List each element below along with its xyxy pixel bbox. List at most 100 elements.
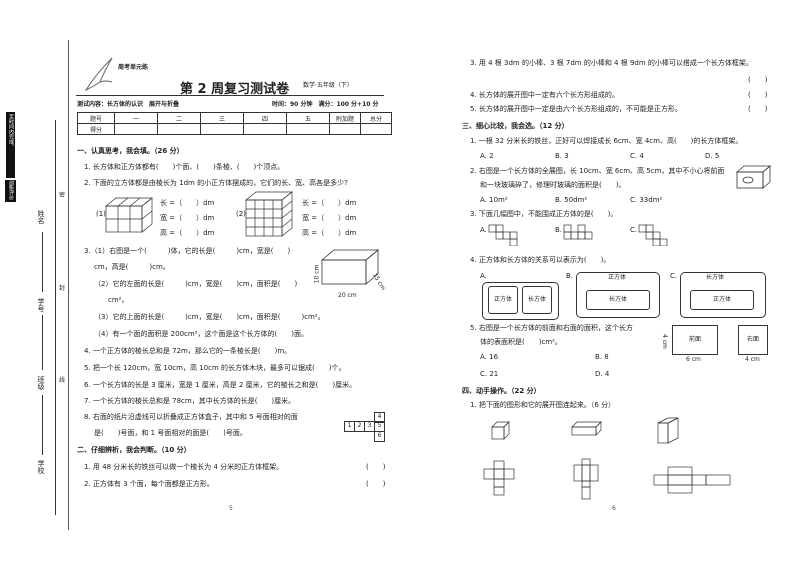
choice-5-opt-c[interactable]: C. 21: [480, 370, 499, 378]
fig2-label: (2): [236, 210, 246, 218]
fig1-label: (1): [96, 210, 106, 218]
score-header-row: 题号 一 二 三 四 五 附加题 总分: [77, 112, 392, 124]
choice-5-opt-a[interactable]: A. 16: [480, 353, 499, 361]
choice-1-opt-a[interactable]: A. 2: [480, 152, 494, 160]
choice-5-opt-d[interactable]: D. 4: [595, 370, 610, 378]
net-face-6: 6: [374, 431, 385, 442]
number-line: [42, 232, 43, 292]
seal-char-2: 封: [59, 285, 66, 292]
choice-1-opt-d[interactable]: D. 5: [705, 152, 720, 160]
solid-cube[interactable]: [490, 420, 512, 442]
choice-3-opt-b[interactable]: B.: [555, 226, 563, 234]
choice-2-opt-b[interactable]: B. 50dm²: [555, 196, 588, 204]
q3-part1: 3.（1）右图是一个( )体，它的长是( )cm，宽是( ): [84, 247, 291, 255]
q3-part4: （4）有一个面的面积是 200cm²，这个面是这个长方体的( )面。: [94, 330, 308, 338]
solid-flat-cuboid[interactable]: [570, 420, 604, 438]
q2: 2. 下面的立方体都是由棱长为 1dm 的小正方体摆成的，它们的长、宽、高各是多…: [84, 179, 348, 187]
operation-1: 1. 把下面的图形和它的展开图连起来。（6 分）: [470, 401, 616, 409]
section-2-heading: 二、仔细辨析，我会判断。（10 分）: [77, 446, 191, 454]
number-label: 学号: [37, 298, 45, 312]
venn-b-outer: 正方体: [608, 274, 627, 281]
q3-part1-cont: cm，高是( )cm。: [94, 263, 170, 271]
judge-2: 2. 正方体有 3 个面，每个面都是正方形。: [84, 480, 214, 488]
scope-label: 测试内容：长方体的认识 展开与折叠: [77, 101, 180, 108]
choice-3: 3. 下面几幅图中，不能围成正方体的是( )。: [470, 210, 618, 218]
seal-char-1: 密: [59, 192, 66, 199]
fig2-height: 高 =（ ）dm: [302, 229, 357, 237]
score-cell[interactable]: [286, 123, 330, 135]
choice-4-opt-a[interactable]: A.: [480, 272, 487, 280]
cube-fig-2: [245, 191, 293, 237]
solid-tall-cuboid[interactable]: [656, 416, 682, 446]
q4: 4. 一个正方体的棱长总和是 72m，那么它的一条棱长是( )m。: [84, 347, 292, 355]
fig1-length: 长 =（ ）dm: [160, 199, 215, 207]
score-value-row: 得分: [77, 123, 392, 135]
class-label: 班级: [37, 376, 45, 390]
header-rule: [76, 95, 384, 96]
net-tall-cuboid[interactable]: [572, 458, 602, 500]
judge-1: 1. 用 48 分米长的铁丝可以做一个棱长为 4 分米的正方体框架。: [84, 463, 284, 471]
judge-2-answer[interactable]: ( ): [366, 480, 386, 488]
q7: 7. 一个长方体的棱长总和是 78cm，其中长方体的长是( )厘米。: [84, 397, 296, 405]
q8-line2: 是( )号面，和 1 号面相对的面是( )号面。: [94, 429, 247, 437]
section-4-heading: 四、动手操作。（22 分）: [462, 387, 541, 395]
school-line: [42, 395, 43, 455]
venn-c-frame: [680, 272, 766, 318]
q8-line1: 8. 右面的纸片沿虚线可以折叠成正方体盒子，其中和 5 号面相对的面: [84, 413, 298, 421]
score-h1: 一: [114, 112, 158, 124]
score-cell[interactable]: [114, 123, 158, 135]
aquarium-figure: [735, 165, 772, 189]
score-h6: 附加题: [329, 112, 361, 124]
choice-3-opt-c[interactable]: C.: [630, 226, 638, 234]
judge-1-answer[interactable]: ( ): [366, 463, 386, 471]
judge-4: 4. 长方体的展开图中一定有六个长方形组成的。: [470, 91, 619, 99]
front-width-label: 6 cm: [686, 356, 701, 363]
score-cell[interactable]: [243, 123, 287, 135]
net-option-b: [563, 224, 593, 240]
q6: 6. 一个长方体的长是 3 厘米，宽是 1 厘米，高是 2 厘米，它的棱长之和是…: [84, 381, 357, 389]
score-cell[interactable]: [157, 123, 201, 135]
choice-2-opt-a[interactable]: A. 10m²: [480, 196, 508, 204]
judge-5-answer[interactable]: ( ): [748, 105, 768, 113]
q1: 1. 长方体和正方体都有( )个面、( )条棱、( )个顶点。: [84, 163, 285, 171]
swallow-logo: [84, 57, 113, 92]
choice-2-opt-c[interactable]: C. 33dm²: [630, 196, 663, 204]
choice-1-opt-b[interactable]: B. 3: [555, 152, 569, 160]
score-h5: 五: [286, 112, 330, 124]
choice-1-opt-c[interactable]: C. 4: [630, 152, 644, 160]
q5: 5. 把一个长 120cm，宽 10cm，高 10cm 的长方体木块，最多可以锯…: [84, 364, 346, 372]
right-width-label: 4 cm: [745, 356, 760, 363]
eval-box: 创新评价: [5, 180, 16, 202]
score-cell[interactable]: [329, 123, 361, 135]
score-h7: 总分: [360, 112, 392, 124]
q3-part2-cont: cm²。: [108, 296, 129, 304]
net-flat-cuboid[interactable]: [652, 466, 734, 494]
subject-label: 数学·五年级（下）: [303, 82, 353, 89]
choice-4: 4. 正方体和长方体的关系可以表示为( )。: [470, 256, 611, 264]
choice-2-line1: 2. 右图是一个长方体的全展图，长 10cm、宽 6cm、高 5cm，其中不小心…: [470, 167, 725, 175]
page-number-right: 6: [612, 505, 616, 512]
page-title: 第 2 周复习测试卷: [180, 82, 290, 97]
front-face: 前面: [672, 325, 718, 355]
q3-part3: （3）它的上面的长是( )cm，宽是( )cm，面积是( )cm²。: [94, 313, 325, 321]
choice-1: 1. 一根 32 分米长的铁丝，正好可以焊接成长 6cm、宽 4cm、高( )的…: [470, 137, 743, 145]
choice-4-opt-b[interactable]: B.: [566, 272, 574, 280]
choice-5-opt-b[interactable]: B. 8: [595, 353, 609, 361]
net-option-a: [488, 224, 518, 246]
score-cell[interactable]: [360, 123, 392, 135]
score-label: 得分: [77, 123, 115, 135]
judge-4-answer[interactable]: ( ): [748, 91, 768, 99]
score-h4: 四: [243, 112, 287, 124]
fig2-width: 宽 =（ ）dm: [302, 214, 357, 222]
score-cell[interactable]: [200, 123, 244, 135]
net-cube[interactable]: [482, 460, 522, 496]
choice-5-line2: 体的表面积是( )cm²。: [480, 338, 562, 346]
choice-4-opt-c[interactable]: C.: [670, 272, 678, 280]
judge-3-answer[interactable]: ( ): [748, 76, 768, 84]
choice-3-opt-a[interactable]: A.: [480, 226, 487, 234]
venn-c-outer: 长方体: [706, 274, 725, 281]
venn-b-frame: [576, 272, 660, 318]
cuboid-figure: [320, 249, 380, 285]
class-line: [42, 315, 43, 370]
choice-2-line2: 和一块玻璃碎了，修理时玻璃的面积是( )。: [480, 181, 626, 189]
